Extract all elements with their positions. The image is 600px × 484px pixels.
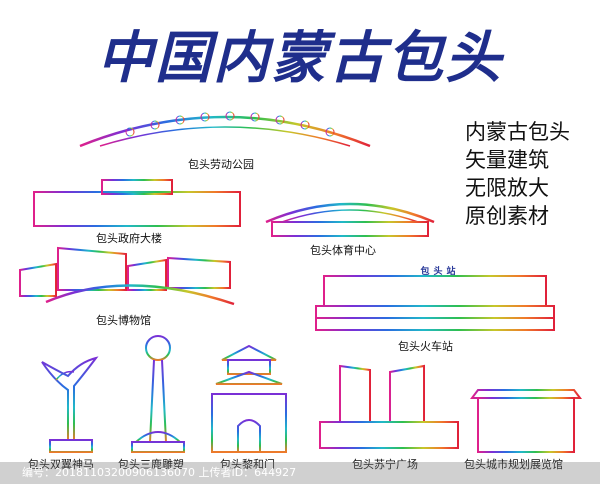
- train-station-illustration: [312, 274, 558, 334]
- suning-plaza-illustration: [316, 362, 462, 454]
- park-bridge-illustration: [60, 98, 390, 158]
- label-museum: 包头博物馆: [96, 314, 151, 327]
- side-line-1: 内蒙古包头: [465, 120, 570, 144]
- side-line-3: 无限放大: [465, 176, 549, 200]
- label-statue: 包头双翼神马: [28, 458, 94, 471]
- label-park: 包头劳动公园: [188, 158, 254, 171]
- label-gate: 包头黎和门: [220, 458, 275, 471]
- watermark-bar: 编号：20181103200906136070 上传者ID：644927: [0, 462, 600, 484]
- sports-center-illustration: [262, 182, 438, 240]
- label-planning: 包头城市规划展览馆: [464, 458, 563, 471]
- government-building-illustration: [32, 178, 242, 230]
- side-text-block: 内蒙古包头 矢量建筑 无限放大 原创素材: [465, 118, 595, 230]
- deer-sculpture-illustration: [130, 332, 186, 456]
- museum-illustration: [16, 240, 238, 312]
- label-suning: 包头苏宁广场: [352, 458, 418, 471]
- side-line-4: 原创素材: [465, 204, 549, 228]
- statue-illustration: [34, 340, 104, 456]
- label-sports: 包头体育中心: [310, 244, 376, 257]
- page-title: 中国内蒙古包头: [97, 26, 503, 90]
- side-line-2: 矢量建筑: [465, 148, 549, 172]
- label-station: 包头火车站: [398, 340, 453, 353]
- station-sign: 包头站: [420, 267, 460, 277]
- label-government: 包头政府大楼: [96, 232, 162, 245]
- planning-hall-illustration: [470, 388, 582, 456]
- gate-tower-illustration: [208, 344, 290, 456]
- label-deer: 包头三鹿雕塑: [118, 458, 184, 471]
